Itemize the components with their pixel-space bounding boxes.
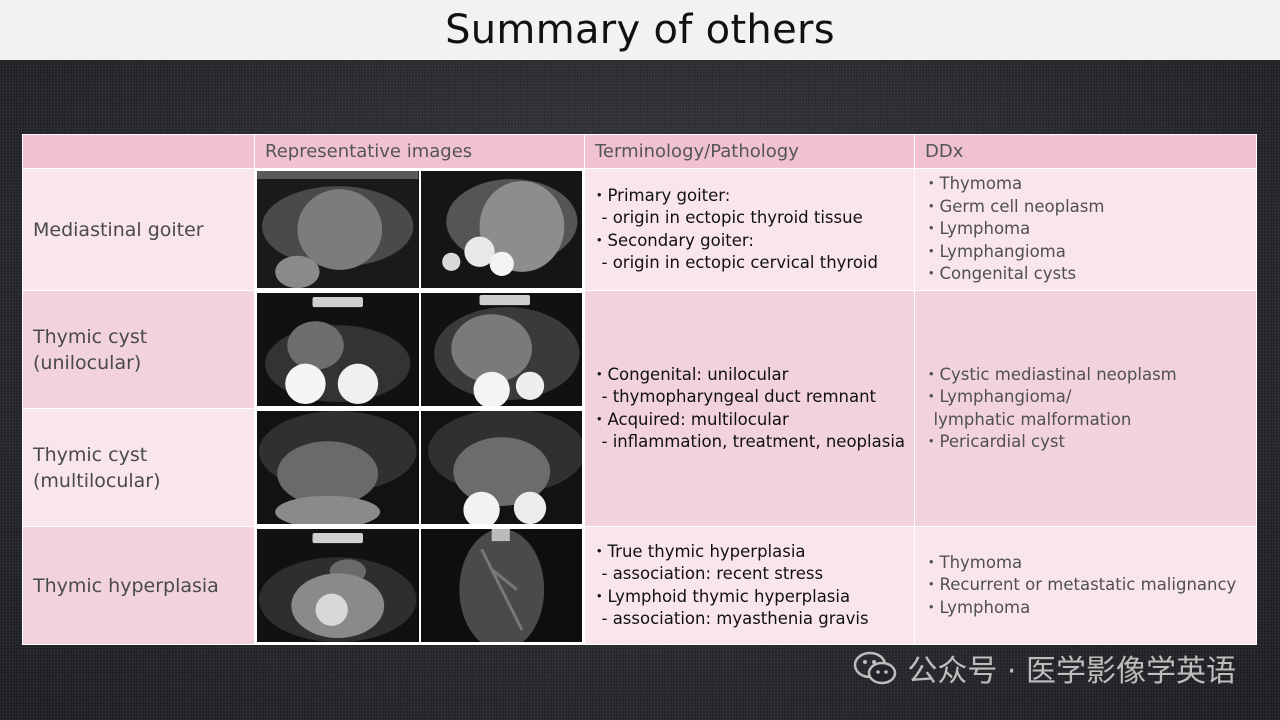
ddx-item: ・Lymphoma xyxy=(923,219,1031,239)
ct-image xyxy=(257,529,419,643)
pathology-line: - origin in ectopic thyroid tissue xyxy=(591,208,863,228)
pathology-line: - thymopharyngeal duct remnant xyxy=(591,387,877,407)
pathology-line: - origin in ectopic cervical thyroid xyxy=(591,253,878,273)
pathology-goiter: ・Primary goiter: - origin in ectopic thy… xyxy=(584,167,915,292)
ddx-item: ・Germ cell neoplasm xyxy=(923,196,1105,216)
header-images: Representative images xyxy=(254,134,585,169)
header-row: Representative images Terminology/Pathol… xyxy=(22,134,1257,169)
pathology-thymic-cyst: ・Congenital: unilocular - thymopharyngea… xyxy=(584,290,915,528)
ddx-item: ・Congenital cysts xyxy=(923,264,1077,284)
pathology-line: ・Acquired: multilocular xyxy=(591,409,789,429)
header-pathology: Terminology/Pathology xyxy=(584,134,915,169)
pathology-line: ・True thymic hyperplasia xyxy=(591,541,806,561)
slide-title: Summary of others xyxy=(445,7,835,53)
ddx-goiter: ・Thymoma ・Germ cell neoplasm ・Lymphoma ・… xyxy=(914,167,1257,292)
pathology-line: - association: recent stress xyxy=(591,564,824,584)
pathology-line: ・Congenital: unilocular xyxy=(591,364,789,384)
summary-table: Representative images Terminology/Pathol… xyxy=(22,134,1257,646)
wechat-icon xyxy=(854,651,897,685)
row-label-thymic-cyst-unilocular: Thymic cyst (unilocular) xyxy=(22,290,255,410)
row-label-goiter: Mediastinal goiter xyxy=(22,167,255,292)
pathology-thymic-hyperplasia: ・True thymic hyperplasia - association: … xyxy=(584,526,915,646)
ddx-item: lymphatic malformation xyxy=(923,409,1132,429)
ddx-item: ・Recurrent or metastatic malignancy xyxy=(923,575,1237,595)
ddx-item: ・Cystic mediastinal neoplasm xyxy=(923,364,1177,384)
ct-image xyxy=(420,171,582,289)
table-row: Thymic cyst (unilocular) xyxy=(22,290,1257,528)
ddx-thymic-cyst: ・Cystic mediastinal neoplasm ・Lymphangio… xyxy=(914,290,1257,528)
watermark-text: 公众号 · 医学影像学英语 xyxy=(907,654,1236,689)
ddx-item: ・Thymoma xyxy=(923,174,1023,194)
row-label-thymic-hyperplasia: Thymic hyperplasia xyxy=(22,526,255,646)
ddx-item: ・Lymphangioma/ xyxy=(923,387,1072,407)
pathology-line: ・Lymphoid thymic hyperplasia xyxy=(591,586,851,606)
pathology-line: - inflammation, treatment, neoplasia xyxy=(591,432,906,452)
title-bar: Summary of others xyxy=(0,0,1280,60)
ct-image xyxy=(420,293,582,407)
row-label-thymic-cyst-multilocular: Thymic cyst (multilocular) xyxy=(22,408,255,528)
ct-images-thymic-cyst-multilocular xyxy=(254,408,585,528)
table-row: Thymic cyst (multilocular) xyxy=(22,408,1257,528)
header-blank xyxy=(22,134,255,169)
watermark: 公众号 · 医学影像学英语 xyxy=(853,648,1236,689)
header-ddx: DDx xyxy=(914,134,1257,169)
table-row: Thymic hyperplasia xyxy=(22,526,1257,646)
pathology-line: ・Secondary goiter: xyxy=(591,230,754,250)
pathology-line: ・Primary goiter: xyxy=(591,185,731,205)
ct-image xyxy=(257,411,419,525)
ct-image xyxy=(257,293,419,407)
ddx-item: ・Pericardial cyst xyxy=(923,432,1065,452)
ddx-thymic-hyperplasia: ・Thymoma ・Recurrent or metastatic malign… xyxy=(914,526,1257,646)
ct-images-thymic-hyperplasia xyxy=(254,526,585,646)
ct-image xyxy=(257,171,419,289)
pathology-line: - association: myasthenia gravis xyxy=(591,609,869,629)
ct-image xyxy=(420,411,582,525)
ddx-item: ・Lymphangioma xyxy=(923,241,1066,261)
ct-images-goiter xyxy=(254,167,585,292)
ddx-item: ・Thymoma xyxy=(923,552,1023,572)
ddx-item: ・Lymphoma xyxy=(923,597,1031,617)
table-row: Mediastinal goiter xyxy=(22,167,1257,292)
ct-images-thymic-cyst-unilocular xyxy=(254,290,585,410)
ct-image xyxy=(420,529,582,643)
